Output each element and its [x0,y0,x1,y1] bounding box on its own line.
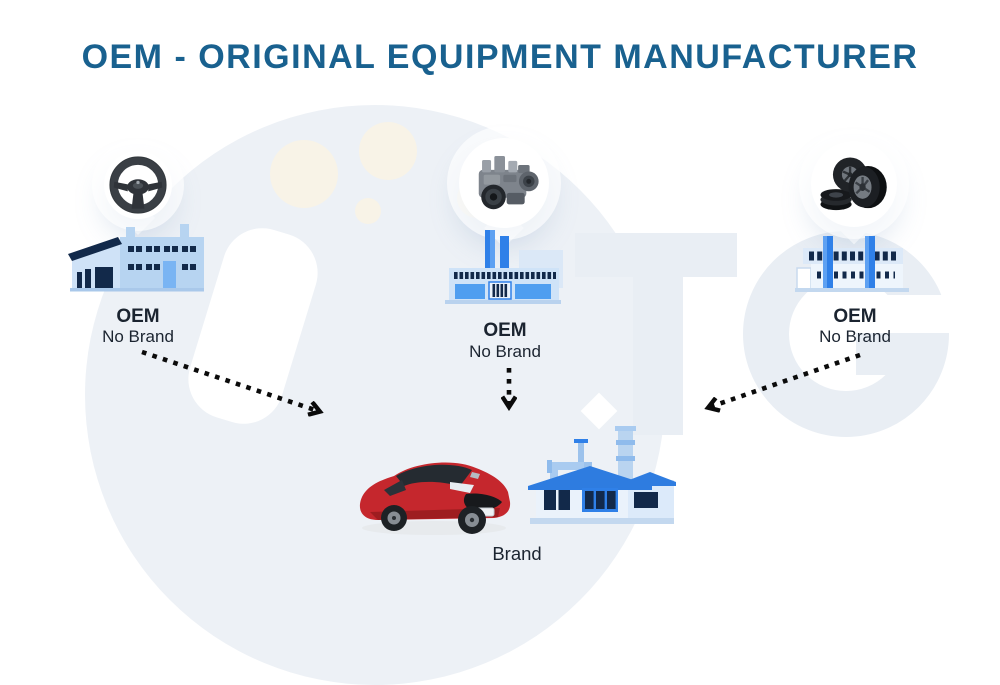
supplier-label: OEM [483,320,527,341]
brand-factory-icon [528,426,676,524]
arrow-steering-to-brand [141,349,318,411]
steering-wheel-icon [109,156,167,214]
red-car-icon [359,462,511,535]
cream-dot-small [355,198,381,224]
supplier-sublabel: No Brand [469,342,541,361]
supplier-label: OEM [833,306,877,327]
cream-dot-medium [359,122,417,180]
supplier-sublabel: No Brand [819,327,891,346]
watermark-letter-g-notch [880,295,952,333]
cream-dot-large [270,140,338,208]
engine-icon [478,155,539,210]
supplier-label: OEM [116,306,160,327]
tires-icon [820,157,887,211]
factory-icon-steering [68,224,204,292]
supplier-sublabel: No Brand [102,327,174,346]
page-title: OEM - ORIGINAL EQUIPMENT MANUFACTURER [81,38,919,76]
brand-label: Brand [492,543,542,564]
watermark-letter-g-bar [856,333,936,375]
factory-icon-engine [445,230,563,304]
factory-icon-tires [795,236,909,292]
watermark-letter-t-stem [633,233,683,435]
flow-arrows [141,349,861,617]
arrow-tires-to-brand [710,352,861,407]
